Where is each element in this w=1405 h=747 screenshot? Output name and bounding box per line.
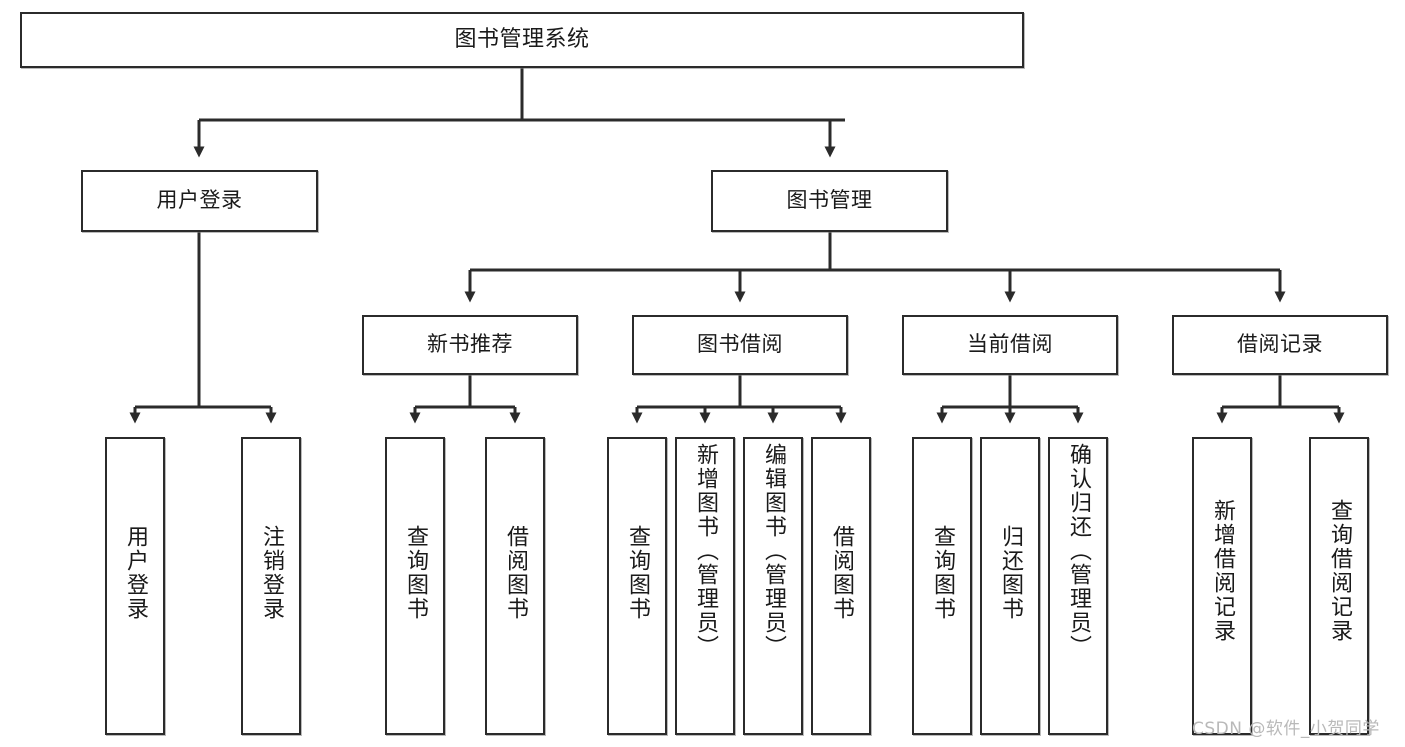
leaf-logout-label: 注销登录	[259, 525, 284, 621]
node-root-system[interactable]: 图书管理系统	[20, 12, 1024, 68]
leaf-borrow-borrow-book-label: 借阅图书	[829, 525, 854, 621]
leaf-records-add-record[interactable]: 新增借阅记录	[1192, 437, 1252, 735]
node-current-borrow[interactable]: 当前借阅	[902, 315, 1118, 375]
leaf-user-login-label: 用户登录	[123, 525, 148, 621]
node-new-book-recommend-label: 新书推荐	[427, 332, 513, 357]
node-user-login-label: 用户登录	[156, 188, 243, 213]
node-new-book-recommend[interactable]: 新书推荐	[362, 315, 578, 375]
leaf-newbook-borrow-book[interactable]: 借阅图书	[485, 437, 545, 735]
leaf-borrow-edit-book-admin-label: 编辑图书（管理员）	[761, 443, 786, 659]
leaf-current-query-book-label: 查询图书	[930, 525, 955, 621]
leaf-borrow-query-book[interactable]: 查询图书	[607, 437, 667, 735]
leaf-newbook-borrow-book-label: 借阅图书	[503, 525, 528, 621]
leaf-current-confirm-return-admin[interactable]: 确认归还（管理员）	[1048, 437, 1108, 735]
node-book-management-label: 图书管理	[786, 188, 873, 213]
leaf-newbook-query-book-label: 查询图书	[403, 525, 428, 621]
leaf-borrow-add-book-admin-label: 新增图书（管理员）	[693, 443, 718, 659]
leaf-borrow-borrow-book[interactable]: 借阅图书	[811, 437, 871, 735]
leaf-current-confirm-return-admin-label: 确认归还（管理员）	[1066, 443, 1091, 659]
node-borrow-records[interactable]: 借阅记录	[1172, 315, 1388, 375]
leaf-newbook-query-book[interactable]: 查询图书	[385, 437, 445, 735]
node-current-borrow-label: 当前借阅	[967, 332, 1053, 357]
leaf-current-return-book[interactable]: 归还图书	[980, 437, 1040, 735]
node-book-borrow-label: 图书借阅	[697, 332, 783, 357]
node-book-management[interactable]: 图书管理	[711, 170, 948, 232]
leaf-current-return-book-label: 归还图书	[998, 525, 1023, 621]
leaf-records-add-record-label: 新增借阅记录	[1210, 499, 1235, 643]
node-borrow-records-label: 借阅记录	[1237, 332, 1323, 357]
leaf-current-query-book[interactable]: 查询图书	[912, 437, 972, 735]
node-book-borrow[interactable]: 图书借阅	[632, 315, 848, 375]
leaf-borrow-edit-book-admin[interactable]: 编辑图书（管理员）	[743, 437, 803, 735]
node-root-system-label: 图书管理系统	[454, 26, 590, 52]
leaf-records-query-record-label: 查询借阅记录	[1327, 499, 1352, 643]
leaf-records-query-record[interactable]: 查询借阅记录	[1309, 437, 1369, 735]
leaf-logout[interactable]: 注销登录	[241, 437, 301, 735]
node-user-login[interactable]: 用户登录	[81, 170, 318, 232]
leaf-user-login[interactable]: 用户登录	[105, 437, 165, 735]
leaf-borrow-add-book-admin[interactable]: 新增图书（管理员）	[675, 437, 735, 735]
leaf-borrow-query-book-label: 查询图书	[625, 525, 650, 621]
